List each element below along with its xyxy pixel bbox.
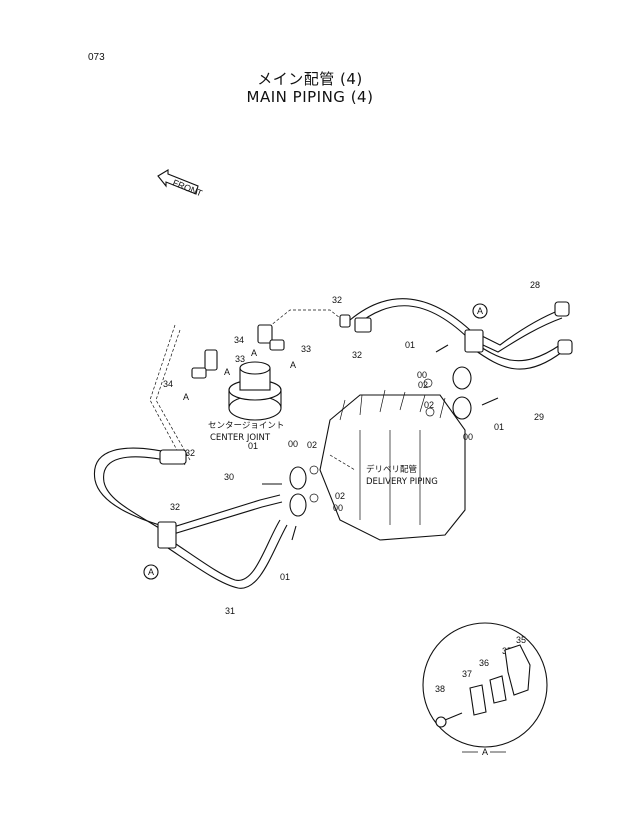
callout-00-b: 00 [463,432,473,442]
svg-text:センタージョイント: センタージョイント [208,421,284,431]
view-marker-a-right: A [472,303,488,319]
mark-a-3: A [224,367,230,377]
delivery-piping-caption: デリベリ配管 DELIVERY PIPING [366,464,438,487]
pipe-upper-28-29 [349,298,573,370]
title-japanese: メイン配管 (4) [257,70,363,88]
callout-02-b: 02 [424,400,434,410]
callout-37: 37 [462,669,472,679]
mark-a-4: A [183,392,189,402]
front-arrow-icon: FRONT [157,169,204,199]
svg-text:A: A [148,567,154,577]
callout-35-a: 35 [516,635,526,645]
flanges-bolts [262,344,499,541]
callout-34-a: 34 [234,335,244,345]
callout-32-d: 32 [170,502,180,512]
callout-00-c: 00 [288,439,298,449]
mark-a-1: A [251,348,257,358]
view-marker-a-left: A [143,564,159,580]
callout-02-a: 02 [418,380,428,390]
callout-01-c: 01 [248,441,258,451]
fittings [191,314,372,379]
pipe-lower-30-31 [93,447,288,589]
detail-view-a: A [422,622,548,757]
center-joint [228,361,282,421]
callout-02-d: 02 [335,491,345,501]
callout-32-c: 32 [185,448,195,458]
callout-01-d: 01 [280,572,290,582]
detail-view-label: A [482,747,488,757]
center-joint-caption: センタージョイント CENTER JOINT [208,421,284,443]
svg-text:A: A [477,306,483,316]
page-number: 073 [88,52,105,63]
callout-30: 30 [224,472,234,482]
callout-34-b: 34 [163,379,173,389]
mark-a-2: A [290,360,296,370]
svg-text:デリベリ配管: デリベリ配管 [366,464,417,475]
callout-32-b: 32 [352,350,362,360]
callout-00-d: 00 [333,503,343,513]
callout-02-c: 02 [307,440,317,450]
callout-29: 29 [534,412,544,422]
callout-01-a: 01 [405,340,415,350]
svg-text:DELIVERY PIPING: DELIVERY PIPING [366,477,438,487]
callout-32-a: 32 [332,295,342,305]
leader-lines [149,309,341,466]
callout-36: 36 [479,658,489,668]
callout-33-b: 33 [301,344,311,354]
control-valve-block [319,389,466,541]
callout-38: 38 [435,684,445,694]
callout-33-a: 33 [235,354,245,364]
callout-00-a: 00 [417,370,427,380]
callout-01-b: 01 [494,422,504,432]
title-english: MAIN PIPING (4) [246,88,374,106]
front-label: FRONT [171,178,204,199]
svg-text:CENTER JOINT: CENTER JOINT [210,433,271,443]
callout-31: 31 [225,606,235,616]
callout-28: 28 [530,280,540,290]
